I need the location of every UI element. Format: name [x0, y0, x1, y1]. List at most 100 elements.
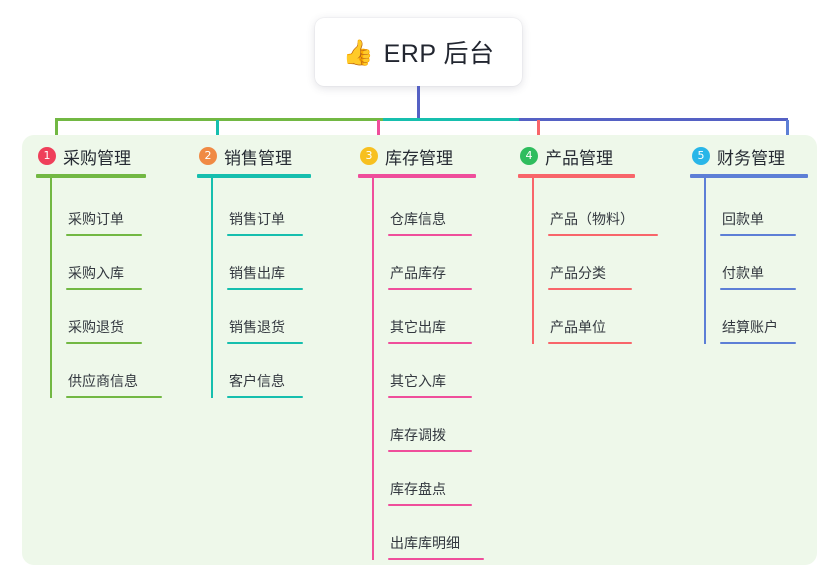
leaf-spine-4: [532, 178, 534, 344]
leaf-label: 采购退货: [68, 319, 124, 335]
leaf-item[interactable]: 销售订单: [227, 182, 347, 236]
leaf-item[interactable]: 付款单: [720, 236, 839, 290]
branch-badge-5: 5: [692, 147, 710, 165]
leaf-label: 销售订单: [229, 211, 285, 227]
leaf-label: 库存调拨: [390, 427, 446, 443]
leaf-item[interactable]: 出库库明细: [388, 506, 513, 560]
connector-bus-green: [55, 118, 385, 121]
root-node-title: ERP 后台: [383, 40, 495, 68]
leaf-list-3: 仓库信息 产品库存 其它出库 其它入库 库存调拨 库存盘点: [372, 178, 513, 560]
leaf-label: 出库库明细: [390, 535, 460, 551]
leaf-rule: [388, 342, 472, 344]
branch-badge-4: 4: [520, 147, 538, 165]
branch-badge-2: 2: [199, 147, 217, 165]
branch-badge-1: 1: [38, 147, 56, 165]
leaf-label: 产品分类: [550, 265, 606, 281]
connector-root-stem: [417, 86, 420, 120]
leaf-list-1: 采购订单 采购入库 采购退货 供应商信息: [50, 178, 186, 398]
branch-header-1[interactable]: 1 采购管理: [36, 142, 186, 170]
leaf-list-2: 销售订单 销售出库 销售退货 客户信息: [211, 178, 347, 398]
leaf-label: 回款单: [722, 211, 764, 227]
leaf-rule: [388, 396, 472, 398]
leaf-item[interactable]: 产品单位: [548, 290, 678, 344]
branch-column-5: 5 财务管理 回款单 付款单 结算账户: [690, 142, 839, 344]
leaf-item[interactable]: 产品分类: [548, 236, 678, 290]
branch-header-4[interactable]: 4 产品管理: [518, 142, 678, 170]
leaf-rule: [66, 396, 162, 398]
branch-header-2[interactable]: 2 销售管理: [197, 142, 347, 170]
leaf-rule: [66, 288, 142, 290]
leaf-item[interactable]: 销售出库: [227, 236, 347, 290]
thumbs-up-icon: 👍: [342, 37, 374, 67]
branch-rule-4: [518, 174, 635, 178]
branch-header-5[interactable]: 5 财务管理: [690, 142, 839, 170]
leaf-item[interactable]: 结算账户: [720, 290, 839, 344]
branch-rule-5: [690, 174, 808, 178]
leaf-item[interactable]: 库存盘点: [388, 452, 513, 506]
leaf-spine-5: [704, 178, 706, 344]
leaf-spine-1: [50, 178, 52, 398]
branch-column-4: 4 产品管理 产品（物料） 产品分类 产品单位: [518, 142, 678, 344]
leaf-list-5: 回款单 付款单 结算账户: [704, 178, 839, 344]
branch-rule-1: [36, 174, 146, 178]
leaf-rule: [227, 342, 303, 344]
branch-rule-3: [358, 174, 476, 178]
leaf-label: 其它出库: [390, 319, 446, 335]
branch-header-3[interactable]: 3 库存管理: [358, 142, 513, 170]
branch-panel: [22, 135, 817, 565]
leaf-rule: [548, 342, 632, 344]
leaf-label: 销售退货: [229, 319, 285, 335]
leaf-rule: [227, 396, 303, 398]
leaf-item[interactable]: 采购退货: [66, 290, 186, 344]
leaf-label: 产品（物料）: [550, 211, 634, 227]
leaf-rule: [66, 342, 142, 344]
branch-title-2: 销售管理: [224, 148, 292, 168]
leaf-item[interactable]: 客户信息: [227, 344, 347, 398]
leaf-rule: [548, 234, 658, 236]
leaf-label: 客户信息: [229, 373, 285, 389]
leaf-label: 产品库存: [390, 265, 446, 281]
leaf-spine-3: [372, 178, 374, 560]
leaf-item[interactable]: 库存调拨: [388, 398, 513, 452]
leaf-item[interactable]: 采购入库: [66, 236, 186, 290]
leaf-item[interactable]: 销售退货: [227, 290, 347, 344]
leaf-rule: [720, 342, 796, 344]
connector-bus-indigo: [417, 118, 788, 121]
branch-rule-2: [197, 174, 311, 178]
leaf-rule: [66, 234, 142, 236]
connector-bus-teal: [383, 118, 519, 121]
leaf-spine-2: [211, 178, 213, 398]
branch-column-3: 3 库存管理 仓库信息 产品库存 其它出库 其它入库 库存调拨: [358, 142, 513, 560]
leaf-label: 仓库信息: [390, 211, 446, 227]
leaf-item[interactable]: 产品（物料）: [548, 182, 678, 236]
leaf-item[interactable]: 其它出库: [388, 290, 513, 344]
leaf-rule: [388, 504, 472, 506]
leaf-label: 其它入库: [390, 373, 446, 389]
leaf-label: 供应商信息: [68, 373, 138, 389]
leaf-item[interactable]: 供应商信息: [66, 344, 186, 398]
branch-title-5: 财务管理: [717, 148, 785, 168]
leaf-rule: [388, 288, 472, 290]
leaf-item[interactable]: 仓库信息: [388, 182, 513, 236]
leaf-label: 结算账户: [722, 319, 778, 335]
leaf-rule: [720, 288, 796, 290]
leaf-item[interactable]: 其它入库: [388, 344, 513, 398]
leaf-rule: [720, 234, 796, 236]
leaf-label: 库存盘点: [390, 481, 446, 497]
leaf-rule: [548, 288, 632, 290]
leaf-rule: [388, 450, 472, 452]
root-node[interactable]: 👍 ERP 后台: [315, 18, 522, 86]
branch-badge-3: 3: [360, 147, 378, 165]
branch-title-3: 库存管理: [385, 148, 453, 168]
leaf-item[interactable]: 产品库存: [388, 236, 513, 290]
leaf-list-4: 产品（物料） 产品分类 产品单位: [532, 178, 678, 344]
branch-column-2: 2 销售管理 销售订单 销售出库 销售退货 客户信息: [197, 142, 347, 398]
leaf-label: 销售出库: [229, 265, 285, 281]
leaf-rule: [227, 288, 303, 290]
leaf-rule: [388, 234, 472, 236]
leaf-item[interactable]: 采购订单: [66, 182, 186, 236]
branch-title-4: 产品管理: [545, 148, 613, 168]
leaf-item[interactable]: 回款单: [720, 182, 839, 236]
branch-title-1: 采购管理: [63, 148, 131, 168]
